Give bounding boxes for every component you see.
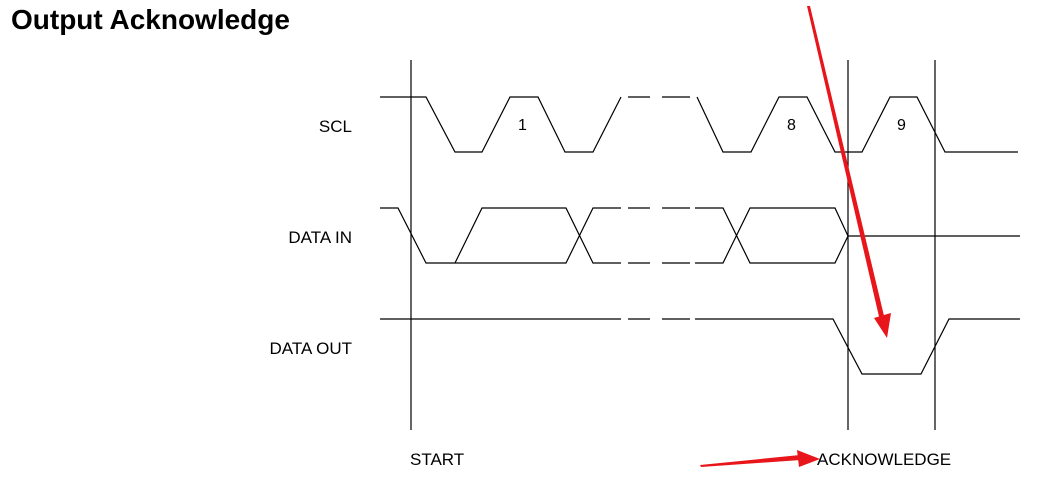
scl-label: SCL <box>318 117 352 136</box>
clock-bit-1: 1 <box>518 117 527 134</box>
data-in-waveform <box>380 207 1020 264</box>
start-label: START <box>410 450 465 469</box>
clock-bit-9: 9 <box>897 117 906 134</box>
acknowledge-label: ACKNOWLEDGE <box>817 450 952 469</box>
annotation-arrow-down-icon <box>807 6 891 338</box>
annotation-arrow-right-icon <box>700 450 820 467</box>
page-title: Output Acknowledge <box>11 4 290 35</box>
data-out-waveform <box>380 318 1020 375</box>
clock-bit-8: 8 <box>787 117 796 134</box>
data-out-label: DATA OUT <box>269 339 353 358</box>
scl-waveform <box>380 96 1018 153</box>
data-in-label: DATA IN <box>288 228 352 247</box>
